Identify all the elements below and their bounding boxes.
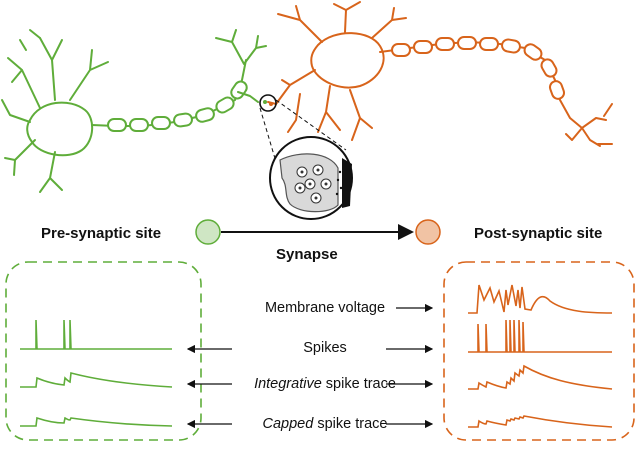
- row-label-membrane-voltage: Membrane voltage: [264, 300, 386, 316]
- post-integrative-trace: [468, 364, 613, 390]
- pre-synaptic-site-label: Pre-synaptic site: [41, 225, 162, 242]
- row-label-integrative-trace: Integrative spike trace: [254, 376, 396, 392]
- synapse-zoom-icon: [259, 94, 353, 220]
- row-label-spikes: Spikes: [303, 340, 347, 356]
- row-label-capped-trace: Capped spike trace: [262, 416, 388, 432]
- post-capped-trace: [468, 415, 613, 428]
- post-synaptic-neuron-icon: [267, 1, 613, 147]
- pre-integrative-trace: [20, 371, 173, 388]
- post-panel: [443, 261, 635, 441]
- pre-panel: [5, 261, 202, 441]
- pre-synaptic-neuron-icon: [1, 29, 267, 193]
- post-spikes-trace: [468, 319, 612, 353]
- pre-traces: [20, 319, 173, 427]
- pre-spikes-trace: [20, 319, 172, 350]
- post-node: [415, 219, 441, 245]
- pre-node: [195, 219, 221, 245]
- post-traces: [468, 284, 613, 428]
- synapse-label: Synapse: [276, 246, 338, 263]
- post-synaptic-site-label: Post-synaptic site: [474, 225, 603, 242]
- row-arrows: [186, 303, 434, 429]
- post-membrane-trace: [468, 284, 613, 314]
- pre-capped-trace: [20, 416, 173, 427]
